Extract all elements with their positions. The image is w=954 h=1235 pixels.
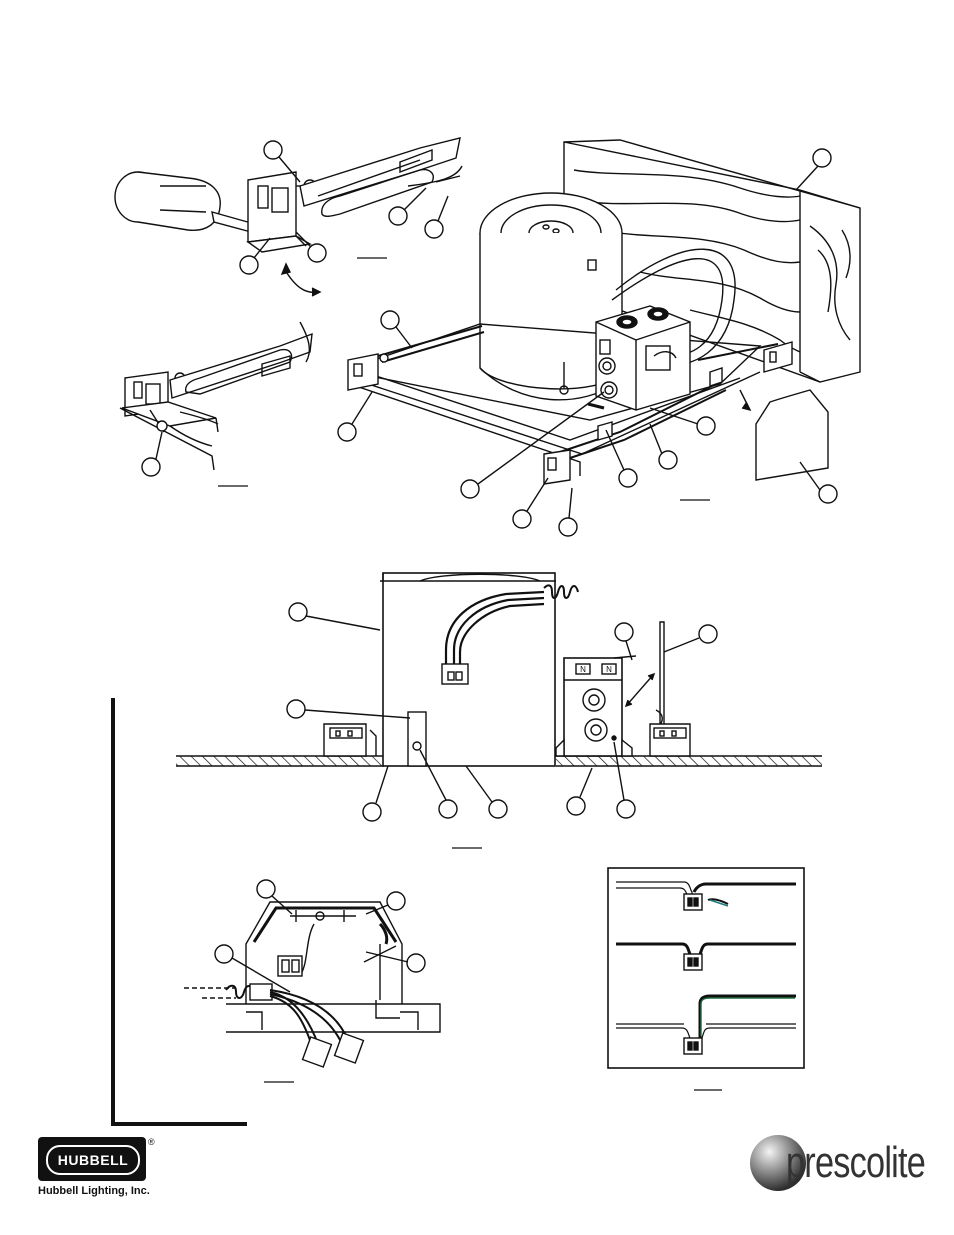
- prescolite-logo: prescolite: [748, 1126, 948, 1206]
- detail-screwdriver-bar-hanger: [115, 138, 462, 296]
- registered-mark: ®: [148, 1137, 155, 1147]
- main-isometric-housing: [348, 140, 860, 500]
- callout-circles-mid-left: [142, 432, 162, 476]
- prescolite-wordmark: prescolite: [786, 1138, 925, 1188]
- inset-wire-routing: [608, 868, 804, 1090]
- hubbell-badge-text: HUBBELL: [46, 1145, 140, 1175]
- tag-n-right: N: [606, 665, 612, 674]
- hubbell-badge: HUBBELL: [38, 1137, 146, 1181]
- hubbell-company-name: Hubbell Lighting, Inc.: [38, 1185, 150, 1197]
- tag-n-left: N: [580, 665, 586, 674]
- hubbell-logo: HUBBELL ® Hubbell Lighting, Inc.: [38, 1137, 162, 1201]
- detail-housing-conduit: [184, 902, 440, 1082]
